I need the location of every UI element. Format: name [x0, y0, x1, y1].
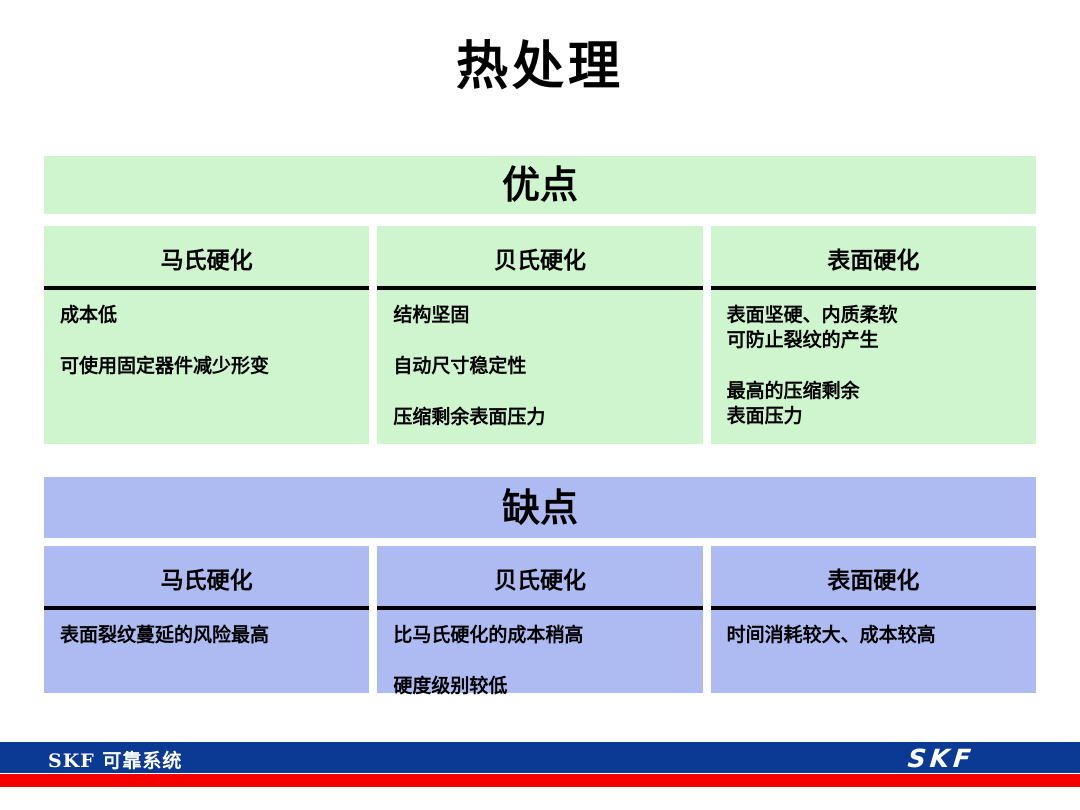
- body-paragraph: 硬度级别较低: [393, 675, 508, 697]
- disadvantages-columns: 马氏硬化 表面裂纹蔓延的风险最高 贝氏硬化 比马氏硬化的成本稍高 硬度级别较低 …: [44, 546, 1036, 697]
- column-title: 贝氏硬化: [377, 226, 703, 290]
- advantages-column-martensite: 马氏硬化 成本低 可使用固定器件减少形变: [44, 226, 370, 444]
- page-title: 热处理: [455, 36, 624, 97]
- footer-bar: SKF 可靠系统 SKF: [0, 742, 1080, 773]
- column-body: 比马氏硬化的成本稍高 硬度级别较低: [377, 610, 702, 725]
- advantages-header-band: 优点: [44, 156, 1036, 214]
- column-title: 表面硬化: [710, 546, 1036, 610]
- disadvantages-header-band: 缺点: [44, 477, 1036, 538]
- column-body: 成本低 可使用固定器件减少形变: [44, 290, 369, 405]
- body-paragraph: 自动尺寸稳定性: [393, 355, 527, 377]
- advantages-column-surface: 表面硬化 表面坚硬、内质柔软 可防止裂纹的产生 最高的压缩剩余 表面压力: [710, 226, 1036, 444]
- footer-red-stripe: [0, 774, 1080, 787]
- body-paragraph: 表面裂纹蔓延的风险最高: [60, 624, 270, 646]
- body-paragraph: 成本低: [60, 304, 118, 326]
- body-paragraph: 比马氏硬化的成本稍高: [393, 624, 584, 646]
- body-paragraph: 时间消耗较大、成本较高: [726, 624, 936, 646]
- advantages-columns: 马氏硬化 成本低 可使用固定器件减少形变 贝氏硬化 结构坚固 自动尺寸稳定性 压…: [44, 226, 1036, 444]
- column-title: 表面硬化: [710, 226, 1036, 290]
- column-body: 结构坚固 自动尺寸稳定性 压缩剩余表面压力: [377, 290, 702, 456]
- body-paragraph: 可使用固定器件减少形变: [60, 355, 270, 377]
- disadvantages-column-surface: 表面硬化 时间消耗较大、成本较高: [710, 546, 1036, 693]
- body-paragraph: 最高的压缩剩余 表面压力: [726, 380, 860, 427]
- column-title: 马氏硬化: [44, 226, 370, 290]
- column-title: 马氏硬化: [44, 546, 370, 610]
- advantages-column-bainite: 贝氏硬化 结构坚固 自动尺寸稳定性 压缩剩余表面压力: [377, 226, 703, 444]
- column-body: 表面裂纹蔓延的风险最高: [44, 610, 369, 674]
- disadvantages-column-martensite: 马氏硬化 表面裂纹蔓延的风险最高: [44, 546, 370, 693]
- body-paragraph: 结构坚固: [393, 304, 470, 326]
- footer-left-text: SKF 可靠系统: [48, 750, 183, 772]
- disadvantages-column-bainite: 贝氏硬化 比马氏硬化的成本稍高 硬度级别较低: [377, 546, 703, 697]
- column-title: 贝氏硬化: [377, 546, 703, 610]
- column-body: 表面坚硬、内质柔软 可防止裂纹的产生 最高的压缩剩余 表面压力: [711, 290, 1036, 455]
- skf-logo: SKF: [906, 744, 976, 773]
- body-paragraph: 压缩剩余表面压力: [393, 406, 546, 428]
- body-paragraph: 表面坚硬、内质柔软 可防止裂纹的产生: [726, 304, 898, 351]
- column-body: 时间消耗较大、成本较高: [711, 610, 1036, 674]
